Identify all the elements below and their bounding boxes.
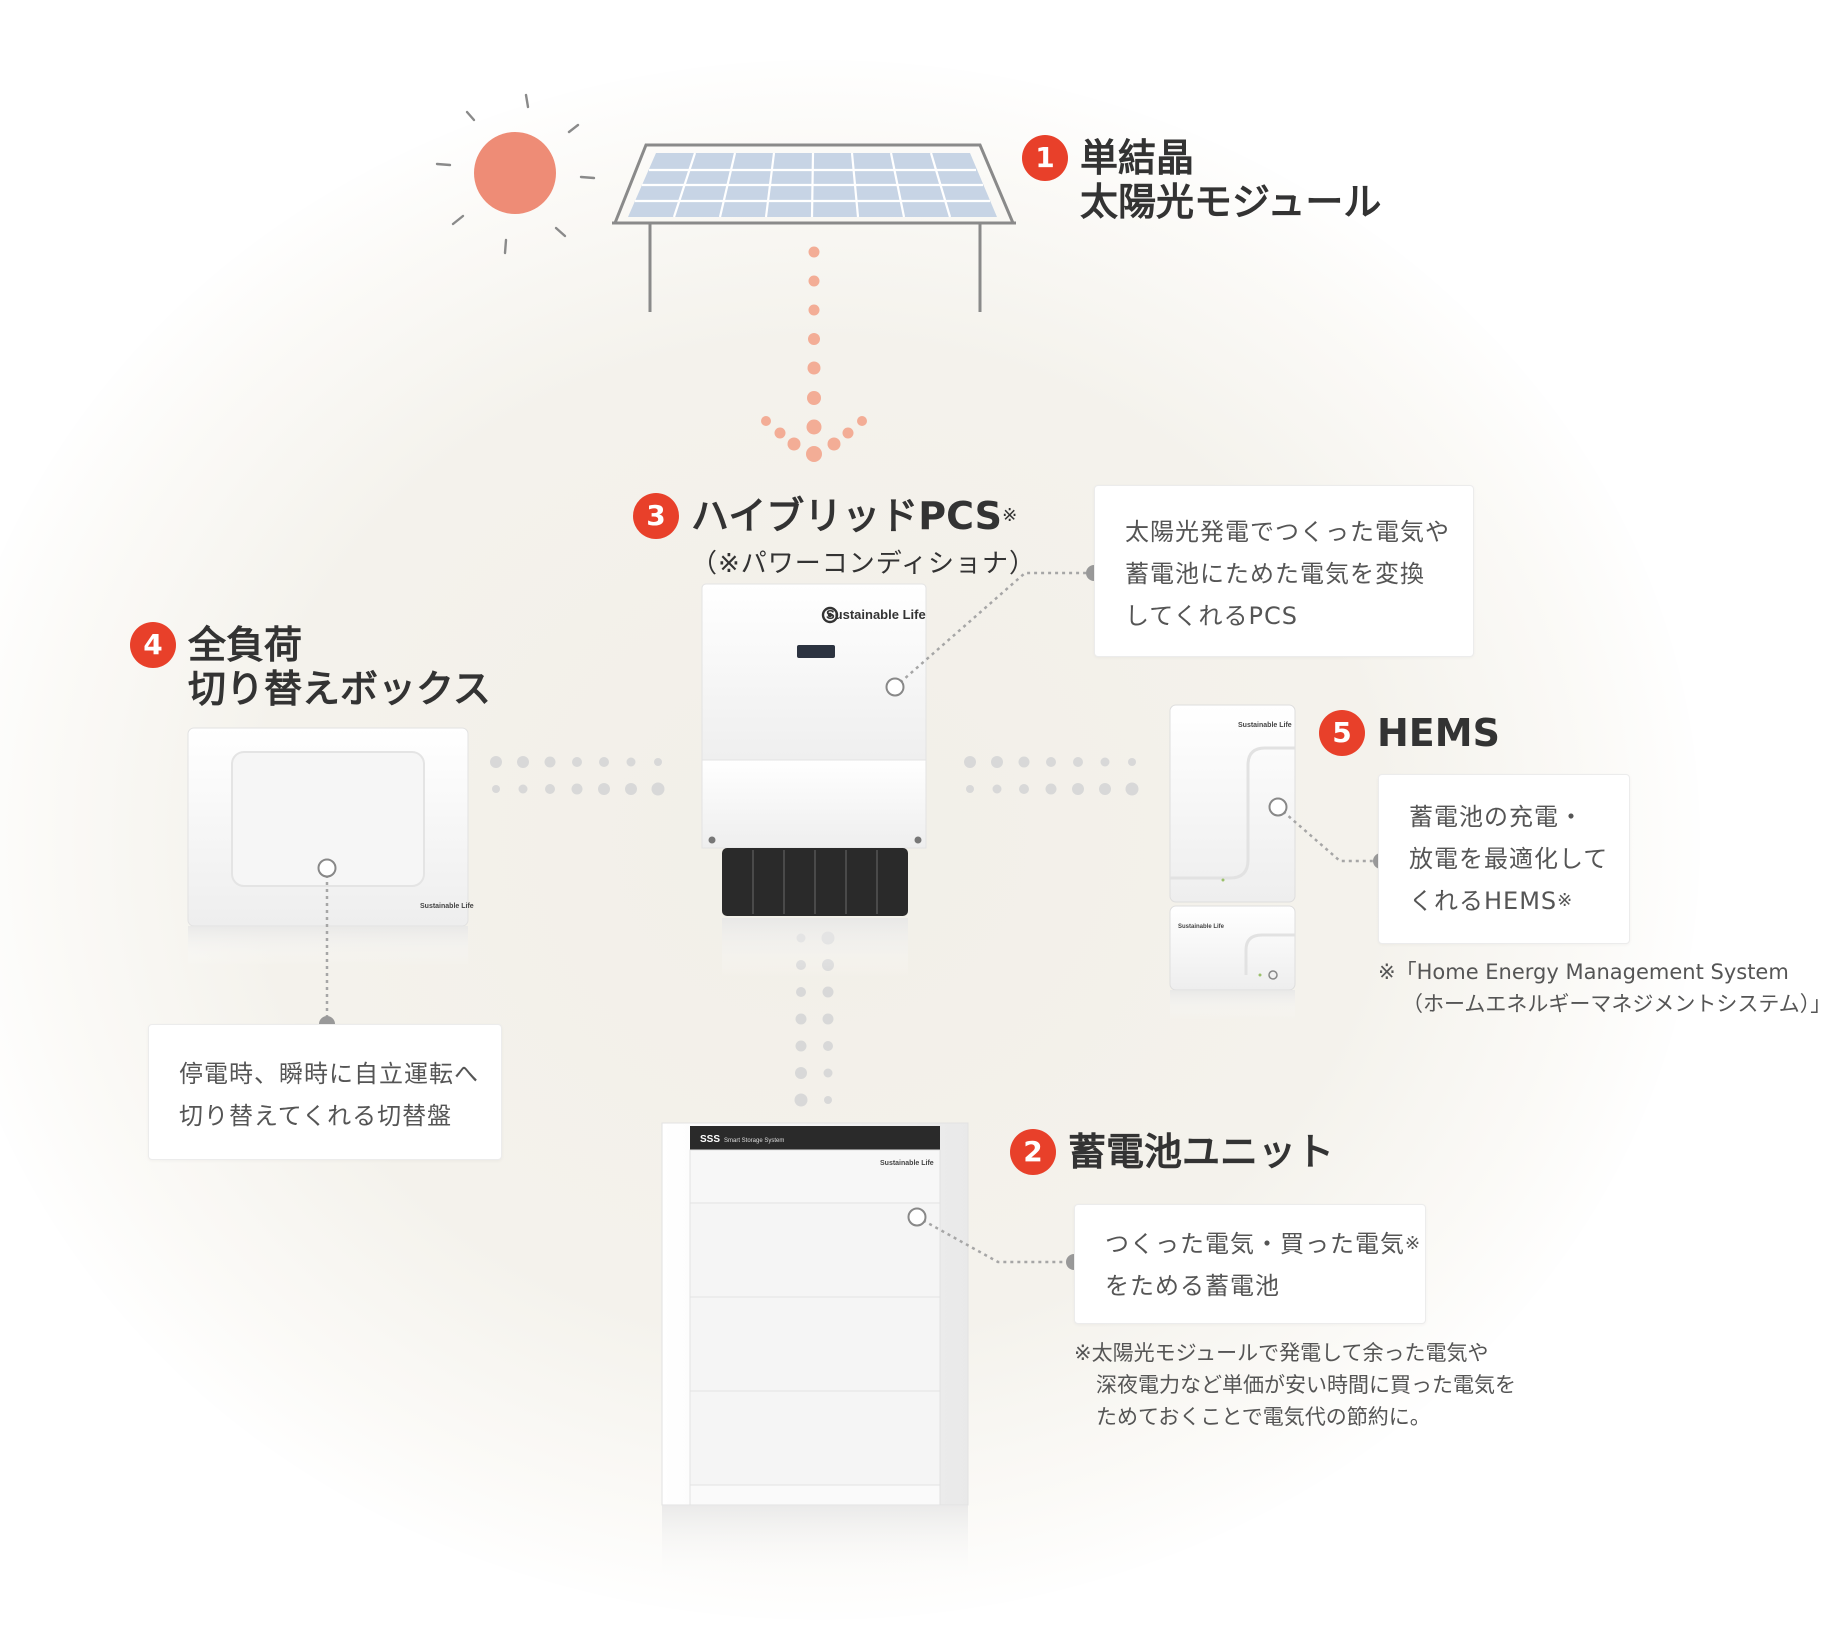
switch-box-illustration <box>187 727 469 966</box>
switch-box-line1: 全負荷 <box>188 623 303 667</box>
pcs-description-box: 太陽光発電でつくった電気や 蓄電池にためた電気を変換 してくれるPCS <box>1094 485 1474 657</box>
switch-box-desc-line: 停電時、瞬時に自立運転へ <box>179 1060 479 1088</box>
battery-brand-label: SSS <box>700 1134 720 1145</box>
switch-box-line2: 切り替えボックス <box>188 667 491 711</box>
number-badge: 3 <box>633 493 679 539</box>
hems-desc-line: 蓄電池の充電・ <box>1409 803 1584 831</box>
battery-title-text: 蓄電池ユニット <box>1068 1130 1335 1174</box>
solar-module-line2: 太陽光モジュール <box>1080 180 1382 224</box>
hems-title: 5 HEMS <box>1319 710 1500 756</box>
switch-box-description-box: 停電時、瞬時に自立運転へ 切り替えてくれる切替盤 <box>148 1024 502 1160</box>
pcs-desc-line: 蓄電池にためた電気を変換 <box>1125 560 1425 588</box>
battery-note-line: 深夜電力など単価が安い時間に買った電気を <box>1096 1373 1516 1397</box>
battery-desc-line: をためる蓄電池 <box>1105 1272 1280 1300</box>
solar-module-title: 1 単結晶 太陽光モジュール <box>1022 135 1382 224</box>
hems-note-line: ※「Home Energy Management System <box>1378 960 1789 984</box>
hems-device-illustration <box>1169 704 1296 1020</box>
switch-box-title: 4 全負荷 切り替えボックス <box>130 622 491 711</box>
pcs-title: 3 ハイブリッドPCS※ （※パワーコンディショナ） <box>633 493 1036 586</box>
battery-description-box: つくった電気・買った電気※ をためる蓄電池 <box>1074 1204 1426 1324</box>
battery-note-line: ※太陽光モジュールで発電して余った電気や <box>1074 1341 1489 1365</box>
connector-dots-right <box>964 756 1139 796</box>
switch-box-brand-label: Sustainable Life <box>420 903 474 910</box>
solar-module-line1: 単結晶 <box>1080 136 1195 180</box>
number-badge: 2 <box>1010 1129 1056 1175</box>
energy-flow-arrow <box>761 246 867 462</box>
hems-lower-brand-label: Sustainable Life <box>1178 924 1225 930</box>
brand-logo-icon <box>821 606 839 624</box>
switch-box-desc-line: 切り替えてくれる切替盤 <box>179 1102 453 1130</box>
pcs-subtitle: （※パワーコンディショナ） <box>691 549 1036 579</box>
battery-model-label: Smart Storage System <box>724 1138 784 1144</box>
number-badge: 4 <box>130 622 176 668</box>
sun-icon <box>435 93 596 255</box>
battery-unit-illustration <box>661 1122 969 1585</box>
solar-panel-illustration <box>612 143 1016 312</box>
number-badge: 5 <box>1319 710 1365 756</box>
hems-brand-label: Sustainable Life <box>1238 722 1292 729</box>
hems-note-line: （ホームエネルギーマネジメントシステム）」の略 <box>1402 992 1832 1016</box>
battery-desc-line: つくった電気・買った電気 <box>1105 1230 1405 1258</box>
pcs-brand-label: Sustainable Life <box>826 607 926 622</box>
battery-footnote: ※太陽光モジュールで発電して余った電気や 深夜電力など単価が安い時間に買った電気… <box>1074 1337 1516 1433</box>
hems-desc-line: くれるHEMS <box>1409 887 1558 915</box>
hems-footnote: ※「Home Energy Management System （ホームエネルギ… <box>1378 956 1832 1020</box>
pcs-title-text: ハイブリッドPCS <box>691 494 1003 538</box>
battery-logo-label: Sustainable Life <box>880 1160 934 1167</box>
pcs-desc-line: してくれるPCS <box>1125 602 1299 630</box>
hems-desc-line: 放電を最適化して <box>1409 845 1609 873</box>
pcs-desc-line: 太陽光発電でつくった電気や <box>1125 518 1450 546</box>
hems-title-text: HEMS <box>1377 711 1500 755</box>
battery-title: 2 蓄電池ユニット <box>1010 1129 1335 1175</box>
connector-dots-left <box>490 756 665 796</box>
leader-lines <box>325 571 1381 1264</box>
hems-description-box: 蓄電池の充電・ 放電を最適化して くれるHEMS※ <box>1378 774 1630 944</box>
battery-note-line: ためておくことで電気代の節約に。 <box>1096 1405 1431 1429</box>
hems-desc-mark: ※ <box>1557 890 1574 911</box>
battery-desc-mark: ※ <box>1405 1233 1422 1254</box>
pcs-device-illustration <box>701 583 927 978</box>
pcs-title-mark: ※ <box>1002 505 1018 526</box>
number-badge: 1 <box>1022 135 1068 181</box>
